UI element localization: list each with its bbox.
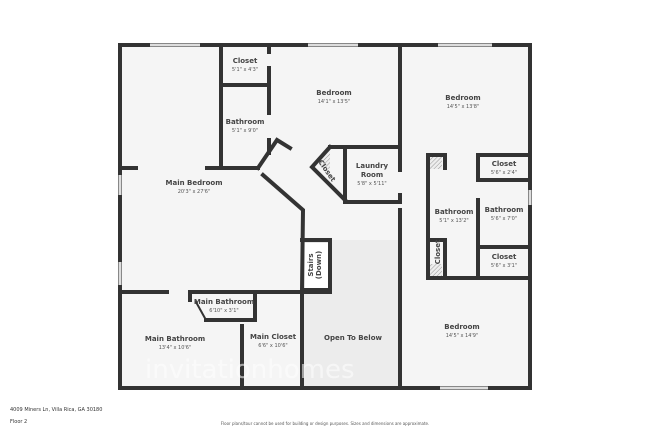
svg-text:Closet: Closet	[492, 253, 517, 261]
room-bathroom-east: Bathroom 5'6" x 7'0"	[485, 206, 524, 222]
svg-text:Stairs: Stairs	[307, 253, 315, 276]
svg-text:6'10" x 3'1": 6'10" x 3'1"	[209, 308, 238, 314]
svg-text:Bathroom: Bathroom	[435, 208, 474, 216]
svg-text:Main Bathroom: Main Bathroom	[145, 335, 205, 343]
room-main-closet: Main Closet 6'6" x 10'6"	[250, 333, 297, 349]
room-closet-top: Closet 5'1" x 4'3"	[232, 57, 258, 73]
svg-text:Room: Room	[361, 171, 383, 179]
room-main-bathroom: Main Bathroom 13'4" x 10'6"	[145, 335, 205, 351]
svg-text:Closet: Closet	[434, 239, 442, 264]
svg-text:5'6" x 7'0": 5'6" x 7'0"	[491, 216, 517, 222]
svg-text:5'8" x 5'11": 5'8" x 5'11"	[357, 181, 386, 187]
svg-text:Main Bedroom: Main Bedroom	[166, 179, 223, 187]
svg-text:5'1" x 13'2": 5'1" x 13'2"	[439, 218, 468, 224]
room-closet-east-bottom: Closet 5'6" x 3'1"	[491, 253, 517, 269]
svg-text:5'1" x 9'0": 5'1" x 9'0"	[232, 128, 258, 134]
svg-text:13'4" x 10'6": 13'4" x 10'6"	[159, 345, 192, 351]
walls	[118, 43, 532, 390]
svg-text:Bedroom: Bedroom	[444, 323, 479, 331]
disclaimer: Floor plans/tour cannot be used for buil…	[220, 421, 430, 426]
room-bathroom-north: Bathroom 5'1" x 9'0"	[226, 118, 265, 134]
room-bedroom-northeast: Bedroom 14'5" x 13'8"	[445, 94, 480, 110]
svg-text:Open To Below: Open To Below	[324, 334, 383, 342]
svg-text:5'1" x 4'3": 5'1" x 4'3"	[232, 67, 258, 73]
svg-text:Closet: Closet	[492, 160, 517, 168]
room-closet-east-top: Closet 5'6" x 2'4"	[491, 160, 517, 176]
svg-text:Closet: Closet	[233, 57, 258, 65]
floor-label: Floor 2	[10, 419, 28, 425]
hatched-area	[318, 150, 330, 170]
hatched-area	[430, 264, 442, 276]
svg-text:14'5" x 13'8": 14'5" x 13'8"	[447, 104, 480, 110]
svg-text:Bedroom: Bedroom	[445, 94, 480, 102]
watermark: invitationhomes	[145, 355, 355, 385]
svg-text:14'5" x 14'9": 14'5" x 14'9"	[446, 333, 479, 339]
hatched-area	[430, 157, 442, 169]
svg-text:Bathroom: Bathroom	[226, 118, 265, 126]
room-bedroom-north: Bedroom 14'1" x 13'5"	[316, 89, 351, 105]
svg-text:Bathroom: Bathroom	[485, 206, 524, 214]
stairs-down-label[interactable]: Stairs(Down)	[307, 251, 323, 279]
svg-text:20'3" x 27'6": 20'3" x 27'6"	[178, 189, 211, 195]
room-bedroom-southeast: Bedroom 14'5" x 14'9"	[444, 323, 479, 339]
svg-text:14'1" x 13'5": 14'1" x 13'5"	[318, 99, 351, 105]
room-open-to-below: Open To Below	[324, 334, 383, 342]
room-main-bedroom: Main Bedroom 20'3" x 27'6"	[166, 179, 223, 195]
room-closet-hall: Closet	[434, 239, 442, 264]
svg-text:Laundry: Laundry	[356, 162, 389, 170]
room-bathroom-hall: Bathroom 5'1" x 13'2"	[435, 208, 474, 224]
svg-text:6'6" x 10'6": 6'6" x 10'6"	[258, 343, 287, 349]
svg-text:(Down): (Down)	[315, 251, 323, 279]
svg-text:Main Bathroom: Main Bathroom	[194, 298, 254, 306]
svg-text:5'6" x 3'1": 5'6" x 3'1"	[491, 263, 517, 269]
svg-text:Main Closet: Main Closet	[250, 333, 297, 341]
svg-text:5'6" x 2'4": 5'6" x 2'4"	[491, 170, 517, 176]
room-main-bathroom-small: Main Bathroom 6'10" x 3'1"	[194, 298, 254, 314]
address-label: 4009 Miners Ln, Villa Rica, GA 30180	[10, 407, 103, 413]
svg-text:Bedroom: Bedroom	[316, 89, 351, 97]
